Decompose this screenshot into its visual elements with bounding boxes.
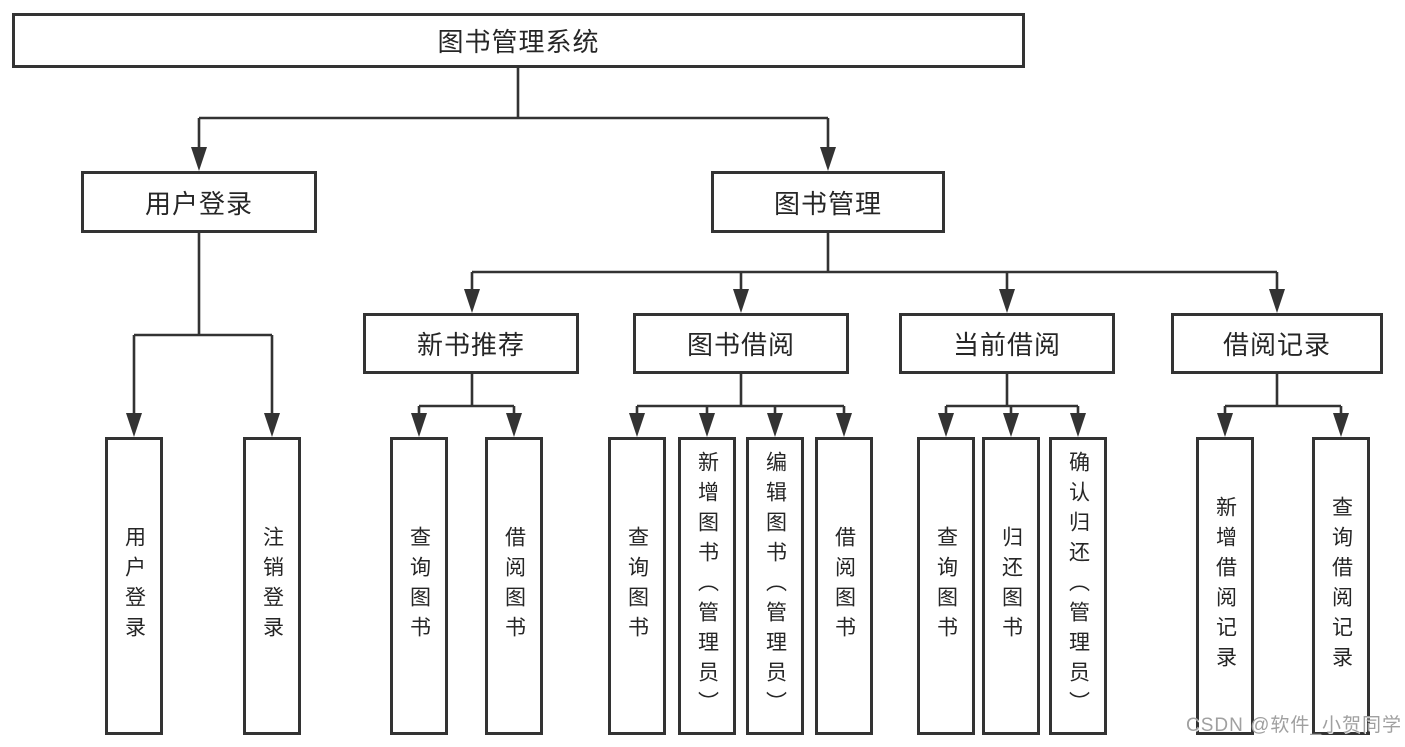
node-book-management: 图书管理 — [711, 171, 945, 233]
node-label: 用户登录 — [122, 526, 146, 646]
node-label: 新增图书（管理员） — [695, 451, 719, 721]
node-label: 查询图书 — [934, 526, 958, 646]
node-label: 注销登录 — [260, 526, 284, 646]
node-borrowing-records: 借阅记录 — [1171, 313, 1383, 374]
leaf-query-books-current: 查询图书 — [917, 437, 975, 735]
node-label: 图书管理系统 — [437, 27, 600, 57]
node-book-borrowing: 图书借阅 — [633, 313, 849, 374]
node-label: 当前借阅 — [952, 330, 1061, 360]
leaf-query-books-borrow: 查询图书 — [608, 437, 666, 735]
leaf-logout: 注销登录 — [243, 437, 301, 735]
node-label: 用户登录 — [144, 188, 253, 219]
node-label: 新书推荐 — [416, 330, 525, 360]
node-label: 查询图书 — [625, 526, 649, 646]
node-new-book-recommendation: 新书推荐 — [363, 313, 579, 374]
leaf-user-login: 用户登录 — [105, 437, 163, 735]
node-label: 借阅记录 — [1222, 330, 1331, 360]
node-root: 图书管理系统 — [12, 13, 1025, 68]
leaf-return-book: 归还图书 — [982, 437, 1040, 735]
leaf-edit-book-admin: 编辑图书（管理员） — [746, 437, 804, 735]
leaf-confirm-return-admin: 确认归还（管理员） — [1049, 437, 1107, 735]
leaf-query-books-recommend: 查询图书 — [390, 437, 448, 735]
node-label: 编辑图书（管理员） — [763, 451, 787, 721]
node-label: 归还图书 — [999, 526, 1023, 646]
leaf-query-borrow-record: 查询借阅记录 — [1312, 437, 1370, 735]
leaf-borrow-books-recommend: 借阅图书 — [485, 437, 543, 735]
node-label: 确认归还（管理员） — [1066, 451, 1090, 721]
node-label: 图书借阅 — [686, 330, 795, 360]
watermark: CSDN @软件_小贺同学 — [1186, 715, 1402, 736]
node-label: 查询借阅记录 — [1329, 496, 1353, 676]
node-label: 新增借阅记录 — [1213, 496, 1237, 676]
leaf-add-book-admin: 新增图书（管理员） — [678, 437, 736, 735]
node-label: 借阅图书 — [502, 526, 526, 646]
node-user-login: 用户登录 — [81, 171, 317, 233]
leaf-borrow-books: 借阅图书 — [815, 437, 873, 735]
node-current-borrowing: 当前借阅 — [899, 313, 1115, 374]
node-label: 图书管理 — [773, 188, 882, 219]
node-label: 借阅图书 — [832, 526, 856, 646]
node-label: 查询图书 — [407, 526, 431, 646]
leaf-add-borrow-record: 新增借阅记录 — [1196, 437, 1254, 735]
